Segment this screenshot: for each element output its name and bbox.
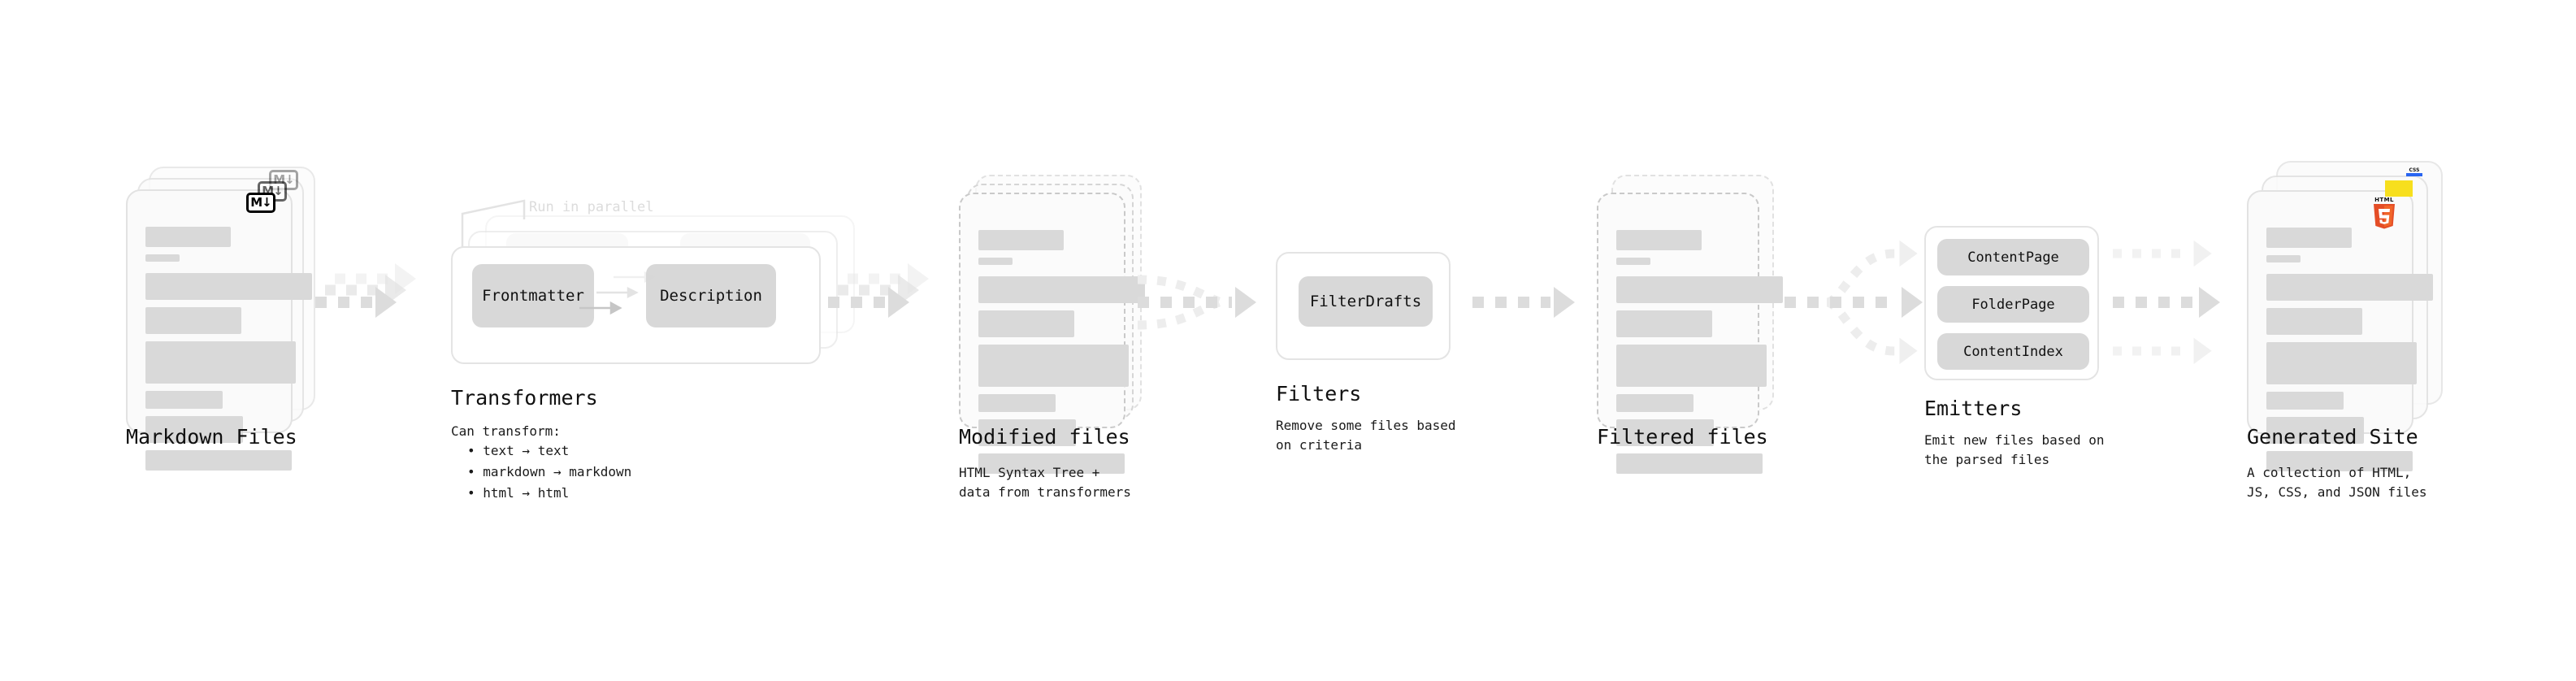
modified-files-label: Modified files	[959, 425, 1130, 449]
transformer-chip-description[interactable]: Description	[646, 264, 776, 327]
content-bar	[1616, 310, 1712, 337]
filters-subtitle: Remove some files based on criteria	[1276, 418, 1456, 453]
content-bar	[978, 345, 1129, 387]
emitters-label: Emitters	[1924, 397, 2023, 420]
content-bar	[145, 416, 243, 443]
content-bar	[978, 394, 1056, 412]
content-bar	[1616, 276, 1783, 303]
generated-site-subtitle: A collection of HTML, JS, CSS, and JSON …	[2247, 465, 2427, 500]
content-bar	[145, 254, 180, 262]
markdown-file-front	[126, 189, 312, 471]
transformers-subtitle: Can transform:	[451, 423, 561, 439]
content-bar	[145, 307, 241, 334]
content-bar	[1616, 394, 1693, 412]
markdown-files-label: Markdown Files	[126, 425, 297, 449]
filter-chip-filterdrafts[interactable]: FilterDrafts	[1299, 276, 1433, 327]
transformers-bullet-2: • html → html	[467, 485, 570, 501]
content-bar	[978, 230, 1064, 250]
content-bar	[1616, 345, 1767, 387]
filtered-file-front	[1597, 193, 1783, 474]
modified-file-front	[959, 193, 1145, 474]
modified-file-content	[978, 230, 1145, 481]
filters-card: FilterDrafts	[1276, 252, 1451, 360]
content-bar	[1616, 230, 1702, 250]
markdown-icon-front: M↓	[246, 193, 275, 213]
content-bar	[145, 391, 223, 409]
emitter-chip-folderpage[interactable]: FolderPage	[1937, 286, 2089, 323]
javascript-icon	[2385, 180, 2413, 197]
transformer-chip-frontmatter[interactable]: Frontmatter	[472, 264, 594, 327]
content-bar	[978, 419, 1076, 446]
arrow-markdown-to-transformers	[315, 263, 416, 318]
markdown-file-content	[145, 227, 312, 478]
filtered-file-content	[1616, 230, 1783, 481]
content-bar	[1616, 258, 1650, 265]
generated-site-label: Generated Site	[2247, 425, 2418, 449]
content-bar	[1616, 453, 1763, 474]
run-in-parallel-hint: Run in parallel	[529, 199, 654, 215]
transformers-bullet-0: • text → text	[467, 443, 570, 458]
arrow-filters-to-filtered	[1472, 287, 1575, 318]
content-bar	[2266, 274, 2433, 301]
emitter-chip-contentpage[interactable]: ContentPage	[1937, 239, 2089, 275]
css3-icon: CSS	[2404, 166, 2425, 179]
generated-file-content	[2266, 228, 2433, 479]
content-bar	[145, 273, 312, 300]
transformers-label: Transformers	[451, 386, 598, 410]
emitters-card: ContentPage FolderPage ContentIndex	[1924, 226, 2099, 380]
content-bar	[1616, 419, 1714, 446]
modified-files-subtitle: HTML Syntax Tree + data from transformer…	[959, 465, 1131, 500]
arrow-filtered-to-emitters	[1785, 240, 1923, 364]
content-bar	[145, 227, 231, 247]
content-bar	[2266, 417, 2364, 444]
filtered-files-label: Filtered files	[1597, 425, 1768, 449]
transformers-bullet-1: • markdown → markdown	[467, 464, 632, 479]
arrow-emitters-to-generated	[2113, 240, 2220, 364]
content-bar	[145, 450, 292, 471]
content-bar	[2266, 342, 2417, 384]
filters-label: Filters	[1276, 382, 1362, 406]
content-bar	[978, 453, 1125, 474]
content-bar	[2266, 451, 2413, 471]
content-bar	[2266, 228, 2352, 248]
content-bar	[145, 341, 296, 384]
emitter-chip-contentindex[interactable]: ContentIndex	[1937, 333, 2089, 370]
content-bar	[978, 276, 1145, 303]
content-bar	[978, 258, 1013, 265]
arrow-modified-to-filters	[1137, 275, 1256, 330]
html5-icon: HTML	[2370, 195, 2398, 229]
content-bar	[2266, 308, 2362, 335]
content-bar	[2266, 392, 2344, 410]
content-bar	[2266, 255, 2301, 262]
svg-text:HTML: HTML	[2374, 197, 2394, 203]
emitters-subtitle: Emit new files based on the parsed files	[1924, 432, 2105, 467]
transformer-card-front: Frontmatter Description	[451, 246, 821, 364]
content-bar	[978, 310, 1074, 337]
svg-text:CSS: CSS	[2409, 167, 2420, 173]
generated-file-html	[2247, 190, 2433, 471]
